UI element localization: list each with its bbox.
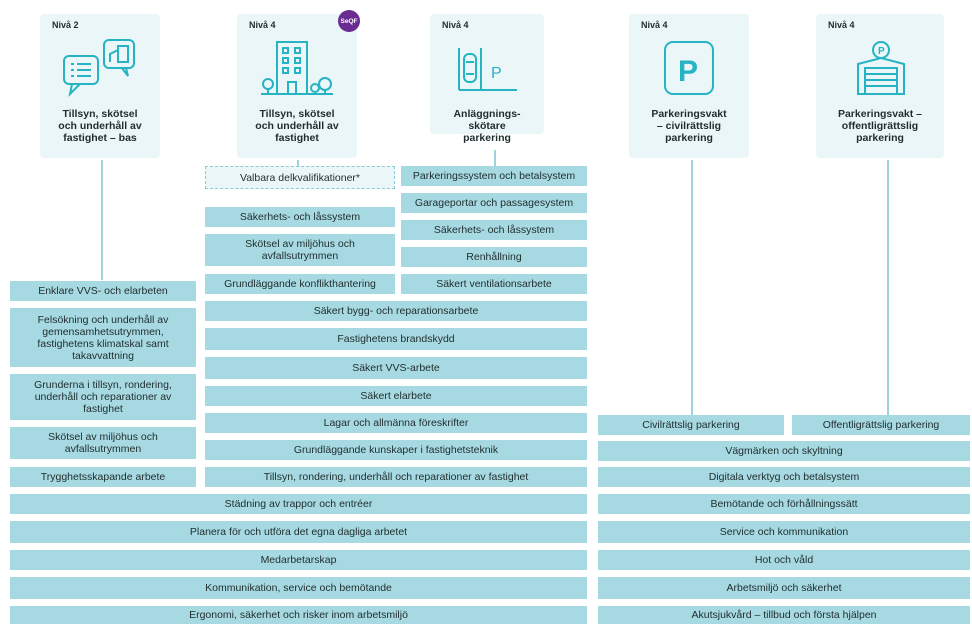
level-label: Nivå 2 <box>52 20 79 30</box>
qualification-card-5: Nivå 4 P Parkeringsvakt – offentligrätts… <box>816 14 944 158</box>
module-box: Skötsel av miljöhus och avfallsutrymmen <box>10 427 196 459</box>
module-box: Parkeringssystem och betalsystem <box>401 166 587 186</box>
module-box: Garageportar och passagesystem <box>401 193 587 213</box>
qualification-card-4: Nivå 4 P Parkeringsvakt – civilrättslig … <box>629 14 749 158</box>
svg-text:P: P <box>678 55 698 88</box>
module-box: Fastighetens brandskydd <box>205 328 587 350</box>
module-box: Felsökning och underhåll av gemensamhets… <box>10 308 196 367</box>
qualification-card-1: Nivå 2 Tillsyn, skötsel och underhåll av… <box>40 14 160 158</box>
connector-line-5 <box>887 160 889 416</box>
module-box: Vägmärken och skyltning <box>598 441 970 461</box>
module-box: Enklare VVS- och elarbeten <box>10 281 196 301</box>
card-title: Anläggnings-skötare parkering <box>453 108 521 144</box>
card-title: Parkeringsvakt – civilrättslig parkering <box>651 108 727 144</box>
level-label: Nivå 4 <box>641 20 668 30</box>
car-parking-icon: P <box>458 48 517 91</box>
module-box: Ergonomi, säkerhet och risker inom arbet… <box>10 606 587 624</box>
chat-building-icon <box>63 39 135 98</box>
svg-text:P: P <box>491 65 502 82</box>
module-box: Civilrättslig parkering <box>598 415 784 435</box>
module-box: Städning av trappor och entréer <box>10 494 587 514</box>
card-title: Tillsyn, skötsel och underhåll av fastig… <box>255 108 339 144</box>
module-box: Trygghetsskapande arbete <box>10 467 196 487</box>
module-box: Säkert elarbete <box>205 386 587 406</box>
module-box: Grundläggande konflikthantering <box>205 274 395 294</box>
module-box: Säkerhets- och låssystem <box>401 220 587 240</box>
module-box: Digitala verktyg och betalsystem <box>598 467 970 487</box>
level-label: Nivå 4 <box>828 20 855 30</box>
module-box: Grunderna i tillsyn, rondering, underhål… <box>10 374 196 420</box>
parking-sign-icon: P <box>664 41 714 95</box>
module-box: Säkert bygg- och reparationsarbete <box>205 301 587 321</box>
module-box: Säkert VVS-arbete <box>205 357 587 379</box>
svg-text:P: P <box>878 46 885 57</box>
electives-label: Valbara delkvalifikationer* <box>205 166 395 189</box>
qualification-card-3: Nivå 4 P Anläggnings-skötare parkering <box>430 14 544 144</box>
level-label: Nivå 4 <box>442 20 469 30</box>
module-box: Hot och våld <box>598 550 970 570</box>
qualification-card-2: Nivå 4 SeQF Tillsyn, skötsel och underhå… <box>237 10 360 158</box>
module-box: Planera för och utföra det egna dagliga … <box>10 521 587 543</box>
card-title: Parkeringsvakt – offentligrättslig parke… <box>837 108 923 144</box>
card-title: Tillsyn, skötsel och underhåll av fastig… <box>58 108 142 144</box>
seqf-badge: SeQF <box>338 10 360 32</box>
connector-line-1 <box>101 160 103 280</box>
module-box: Säkerhets- och låssystem <box>205 207 395 227</box>
module-box: Lagar och allmänna föreskrifter <box>205 413 587 433</box>
parking-garage-icon: P <box>857 41 905 95</box>
module-box: Medarbetarskap <box>10 550 587 570</box>
module-box: Skötsel av miljöhus och avfallsutrymmen <box>205 234 395 266</box>
module-box: Grundläggande kunskaper i fastighetstekn… <box>205 440 587 460</box>
apartment-building-icon <box>261 41 333 95</box>
connector-line-4 <box>691 160 693 416</box>
module-box: Renhållning <box>401 247 587 267</box>
module-box: Arbetsmiljö och säkerhet <box>598 577 970 599</box>
module-box: Service och kommunikation <box>598 521 970 543</box>
level-label: Nivå 4 <box>249 20 276 30</box>
module-box: Kommunikation, service och bemötande <box>10 577 587 599</box>
module-box: Tillsyn, rondering, underhåll och repara… <box>205 467 587 487</box>
module-box: Akutsjukvård – tillbud och första hjälpe… <box>598 606 970 624</box>
connector-line-3 <box>494 150 496 166</box>
module-box: Offentligrättslig parkering <box>792 415 970 435</box>
module-box: Säkert ventilationsarbete <box>401 274 587 294</box>
connector-line-2 <box>297 160 299 166</box>
module-box: Bemötande och förhållningssätt <box>598 494 970 514</box>
